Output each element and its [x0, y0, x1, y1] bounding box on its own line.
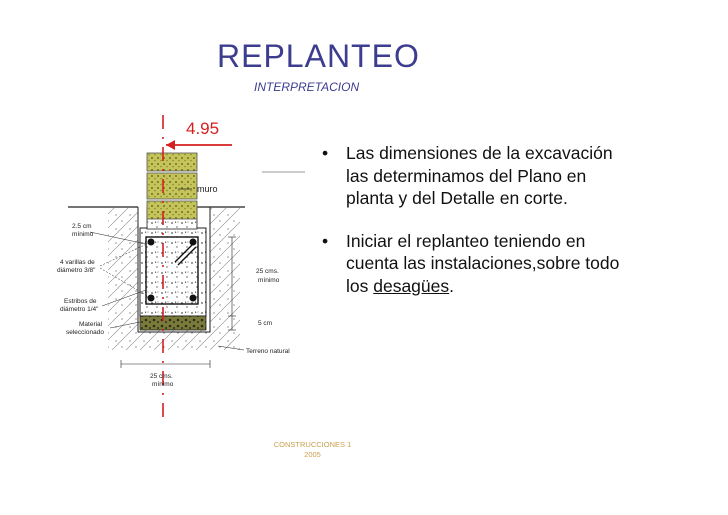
bullet-item-1: • Las dimensiones de la excavación las d… — [322, 142, 622, 210]
wall-block-1 — [146, 152, 198, 172]
label-minimo-right: mínimo — [258, 277, 280, 284]
label-varillas-2: diámetro 3/8" — [57, 267, 96, 274]
label-estribos-2: diámetro 1/4" — [60, 306, 99, 313]
slide-subtitle: INTERPRETACION — [254, 80, 360, 94]
bullet-text-2-end: . — [449, 275, 455, 296]
footer-line-1: CONSTRUCCIONES 1 — [273, 440, 352, 449]
label-25cm-top: 2.5 cm — [72, 223, 92, 230]
desagues-link: desagües — [373, 275, 450, 296]
rebar-2 — [189, 238, 197, 246]
stirrup — [145, 236, 199, 305]
footer-line-2: 2005 — [304, 450, 321, 459]
bullet-dot-icon: • — [322, 143, 329, 163]
label-5cm: 5 cm — [258, 320, 272, 327]
label-estribos-1: Estribos de — [64, 298, 97, 305]
label-varillas-1: 4 varillas de — [60, 259, 95, 266]
wall-block-3 — [146, 200, 198, 220]
gravel-bed — [139, 315, 207, 331]
wall-block-2 — [146, 172, 198, 200]
stirrup-hook — [174, 243, 194, 263]
rebar-4 — [189, 294, 197, 302]
label-25cms-bottom: 25 cms. — [150, 373, 173, 380]
label-material-1: Material — [79, 321, 103, 328]
slide-title: REPLANTEO — [217, 38, 420, 74]
bullet-text-2: Iniciar el replanteo teniendo en cuenta … — [346, 230, 620, 296]
footer: CONSTRUCCIONES 1 2005 — [250, 440, 375, 460]
excavation-outline — [137, 207, 211, 333]
dimension-label: 4.95 — [186, 119, 219, 138]
bullet-dot-icon: • — [322, 230, 329, 251]
label-25cms-right: 25 cms. — [256, 268, 279, 275]
bullet-list: • Las dimensiones de la excavación las d… — [322, 142, 622, 317]
bullet-text-1: Las dimensiones de la excavación las det… — [346, 143, 613, 208]
label-minimo-top: mínimo — [72, 231, 94, 238]
label-material-2: seleccionado — [66, 329, 104, 336]
soil-bottom — [108, 330, 240, 350]
bullet-item-2: • Iniciar el replanteo teniendo en cuent… — [322, 230, 622, 298]
soil-right — [210, 208, 240, 343]
label-terreno: Terreno natural — [246, 348, 290, 355]
dimension-arrowhead — [166, 140, 175, 150]
label-muro: muro — [197, 184, 218, 194]
label-minimo-bottom: mínimo — [152, 381, 174, 388]
